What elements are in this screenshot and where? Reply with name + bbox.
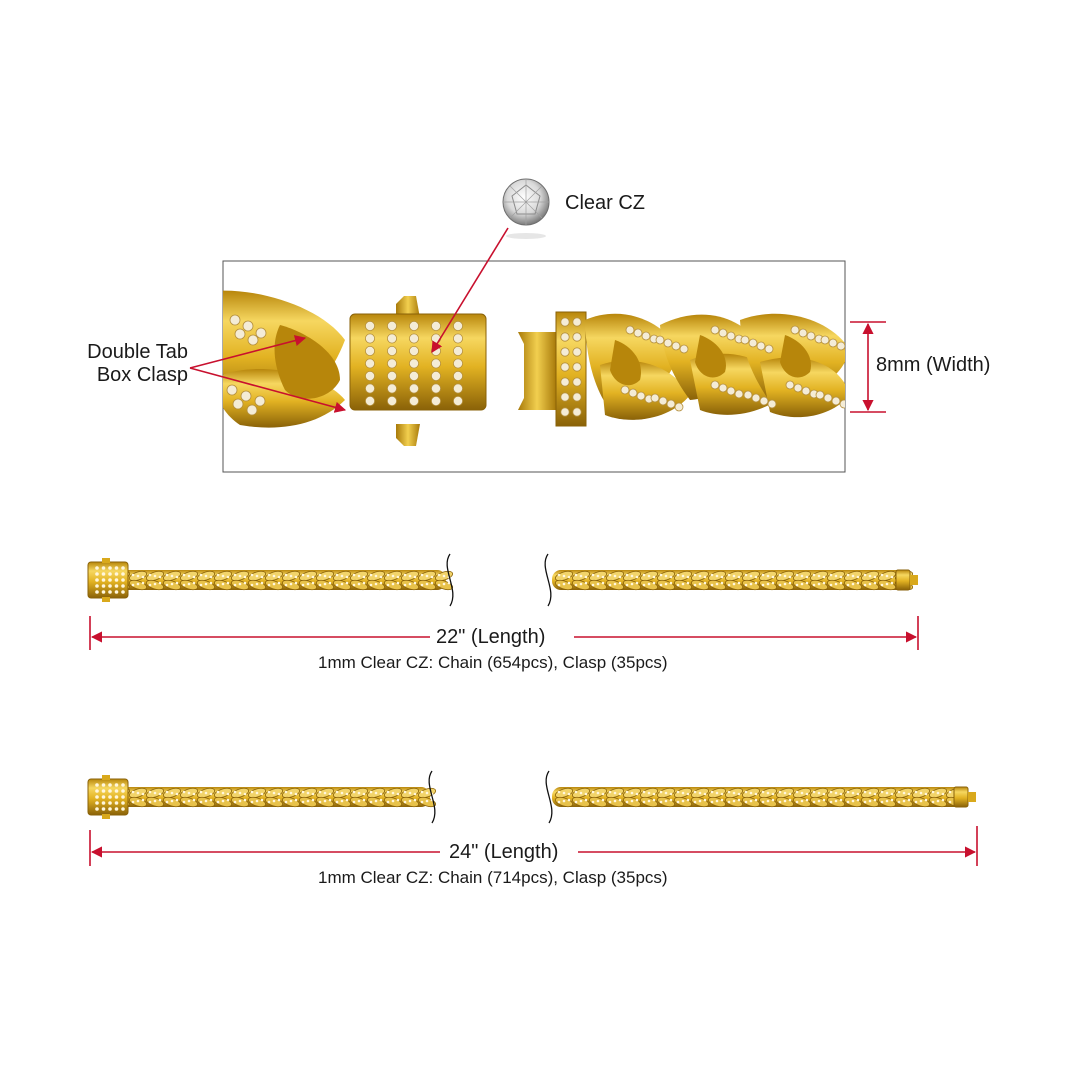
length-label-22: 22" (Length) — [436, 626, 546, 648]
spec-line-24: 1mm Clear CZ: Chain (714pcs), Clasp (35p… — [318, 868, 668, 887]
clasp-label-line1: Double Tab — [87, 341, 188, 363]
callout-arrows — [189, 227, 886, 413]
length-label-24: 24" (Length) — [449, 841, 559, 863]
length-dimension-24 — [89, 826, 978, 866]
clasp-label-line2: Box Clasp — [96, 364, 188, 386]
closeup-chain — [223, 290, 845, 446]
clear-cz-label: Clear CZ — [565, 192, 646, 214]
width-label: 8mm (Width) — [876, 354, 991, 376]
cz-gem-icon — [502, 178, 550, 239]
chain-rows — [87, 553, 976, 824]
length-dimension-22 — [89, 616, 919, 650]
spec-line-22: 1mm Clear CZ: Chain (654pcs), Clasp (35p… — [318, 653, 668, 672]
